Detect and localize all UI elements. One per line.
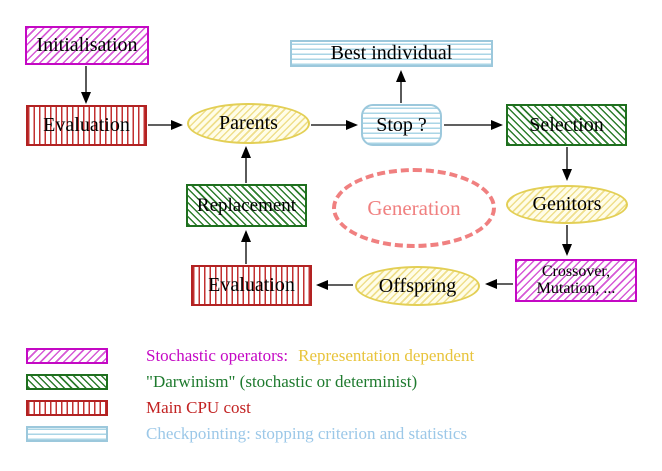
green-hatch-swatch xyxy=(26,374,108,390)
node-stop: Stop ? xyxy=(361,104,442,146)
legend-stochastic-text: Stochastic operators: xyxy=(146,346,289,365)
legend-row-stochastic: Stochastic operators: Representation depe… xyxy=(26,346,474,366)
legend-label: Stochastic operators: Representation depe… xyxy=(146,346,474,366)
node-selection: Selection xyxy=(506,104,627,146)
node-initialisation: Initialisation xyxy=(25,26,149,65)
magenta-hatch-swatch xyxy=(26,348,108,364)
legend-row-checkpointing: Checkpointing: stopping criterion and st… xyxy=(26,424,467,444)
node-parents: Parents xyxy=(187,103,310,144)
node-best-individual: Best individual xyxy=(290,40,493,67)
red-stripes-swatch xyxy=(26,400,108,416)
node-offspring: Offspring xyxy=(355,266,480,306)
legend-row-cpu-cost: Main CPU cost xyxy=(26,398,251,418)
legend-darwinism-text: "Darwinism" (stochastic or determinist) xyxy=(146,372,418,391)
legend-row-darwinism: "Darwinism" (stochastic or determinist) xyxy=(26,372,417,392)
crossover-line1: Crossover, xyxy=(541,262,611,280)
node-evaluation-bottom: Evaluation xyxy=(191,265,312,306)
generation-cycle-ellipse: Generation xyxy=(332,168,496,248)
legend-checkpointing-text: Checkpointing: stopping criterion and st… xyxy=(146,424,468,443)
crossover-line2: Mutation, ... xyxy=(536,279,616,297)
legend-representation-text: Representation dependent xyxy=(298,346,475,365)
node-replacement: Replacement xyxy=(186,184,307,227)
cyan-stripes-swatch xyxy=(26,426,108,442)
node-evaluation-top: Evaluation xyxy=(26,105,147,146)
legend-cpu-cost-text: Main CPU cost xyxy=(146,398,251,417)
node-genitors: Genitors xyxy=(506,185,628,224)
node-crossover-mutation: Crossover, Mutation, ... xyxy=(515,259,637,302)
